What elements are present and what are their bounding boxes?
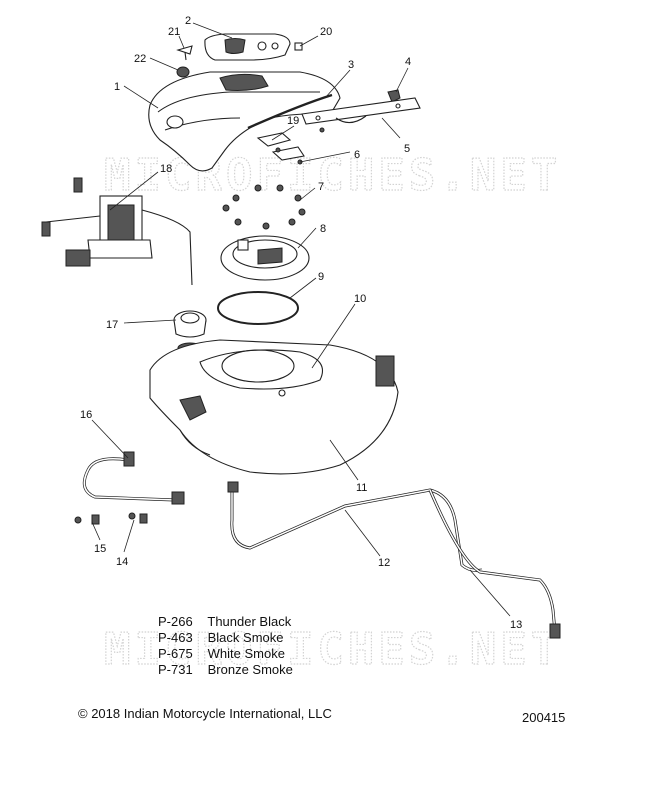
fuel-line-12 <box>227 481 483 572</box>
callout-1: 1 <box>114 81 120 93</box>
gasket <box>217 291 299 325</box>
legend-row: P-463 Black Smoke <box>158 630 293 646</box>
fitting-14 <box>128 512 148 524</box>
callout-19: 19 <box>287 115 299 127</box>
nut-4 <box>387 89 401 103</box>
copyright-notice: © 2018 Indian Motorcycle International, … <box>78 706 332 721</box>
callout-20: 20 <box>320 26 332 38</box>
legend-code: P-463 <box>158 630 193 645</box>
callout-7: 7 <box>318 181 324 193</box>
callout-2: 2 <box>185 15 191 27</box>
callout-10: 10 <box>354 293 366 305</box>
legend-code: P-731 <box>158 662 193 677</box>
callout-12: 12 <box>378 557 390 569</box>
vent-hose <box>82 451 185 505</box>
callout-16: 16 <box>80 409 92 421</box>
callout-21: 21 <box>168 26 180 38</box>
legend-code: P-675 <box>158 646 193 661</box>
grommet-22 <box>176 66 190 78</box>
legend-code: P-266 <box>158 614 193 629</box>
legend-row: P-675 White Smoke <box>158 646 293 662</box>
callout-22: 22 <box>134 53 146 65</box>
fuel-tank <box>149 339 399 475</box>
screw-21 <box>176 45 193 61</box>
bracket-19 <box>256 127 325 165</box>
callout-9: 9 <box>318 271 324 283</box>
color-legend: P-266 Thunder Black P-463 Black Smoke P-… <box>158 614 293 678</box>
callout-13: 13 <box>510 619 522 631</box>
fuel-line-13 <box>428 489 561 639</box>
mounting-bracket <box>301 97 421 125</box>
legend-name: Bronze Smoke <box>207 662 293 677</box>
callout-3: 3 <box>348 59 354 71</box>
pump-flange <box>220 235 310 281</box>
callout-6: 6 <box>354 149 360 161</box>
legend-name: Black Smoke <box>207 630 284 645</box>
legend-name: Thunder Black <box>207 614 292 629</box>
callout-4: 4 <box>405 56 411 68</box>
callout-5: 5 <box>404 143 410 155</box>
diagram-number: 200415 <box>522 710 566 725</box>
fuel-pump <box>41 177 193 286</box>
nuts-ring <box>222 184 306 230</box>
screw-20 <box>294 42 303 51</box>
watermark-top: MICROFICHES.NET <box>104 150 561 201</box>
callout-17: 17 <box>106 319 118 331</box>
legend-name: White Smoke <box>207 646 285 661</box>
console-panel <box>204 33 291 61</box>
callout-18: 18 <box>160 163 172 175</box>
callout-11: 11 <box>356 482 367 494</box>
legend-row: P-266 Thunder Black <box>158 614 293 630</box>
watermark-bottom: MICROFICHES.NET <box>104 624 561 675</box>
callout-14: 14 <box>116 556 128 568</box>
fitting-15 <box>74 514 100 525</box>
callout-15: 15 <box>94 543 106 555</box>
callout-8: 8 <box>320 223 326 235</box>
legend-row: P-731 Bronze Smoke <box>158 662 293 678</box>
tank-cover <box>148 71 341 172</box>
